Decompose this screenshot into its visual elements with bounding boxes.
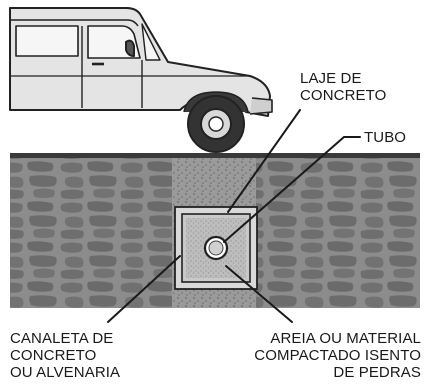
leader-fill [225, 265, 293, 323]
vehicle-mirror [125, 39, 135, 57]
vehicle-bumper [249, 97, 273, 115]
label-fill: AREIA OU MATERIAL COMPACTADO ISENTO DE P… [254, 330, 421, 381]
label-slab-line1: LAJE DE [300, 70, 362, 87]
label-channel: CANALETA DE CONCRETO OU ALVENARIA [10, 330, 120, 381]
label-channel-line2: CONCRETO [10, 347, 97, 364]
label-channel-line3: OU ALVENARIA [10, 364, 121, 381]
label-slab: LAJE DE CONCRETO [300, 70, 386, 104]
leader-slab [227, 109, 301, 213]
vehicle-wheel-hub [208, 116, 224, 132]
vehicle-window-rear [15, 25, 79, 57]
pipe-inner [208, 240, 224, 256]
vehicle-roof-stripe [10, 19, 139, 27]
label-fill-line3: DE PEDRAS [333, 364, 421, 381]
vehicle-window-front [141, 23, 161, 61]
vehicle-door-line [81, 26, 143, 108]
label-slab-line2: CONCRETO [300, 87, 387, 104]
ground-surface-line [10, 153, 420, 158]
label-pipe-line1: TUBO [364, 129, 407, 146]
label-fill-line2: COMPACTADO ISENTO [254, 347, 421, 364]
label-fill-line1: AREIA OU MATERIAL [270, 330, 421, 347]
leader-channel [107, 255, 181, 323]
leader-pipe [223, 136, 361, 243]
label-channel-line1: CANALETA DE [10, 330, 114, 347]
vehicle [9, 7, 273, 153]
label-pipe: TUBO [364, 129, 406, 146]
